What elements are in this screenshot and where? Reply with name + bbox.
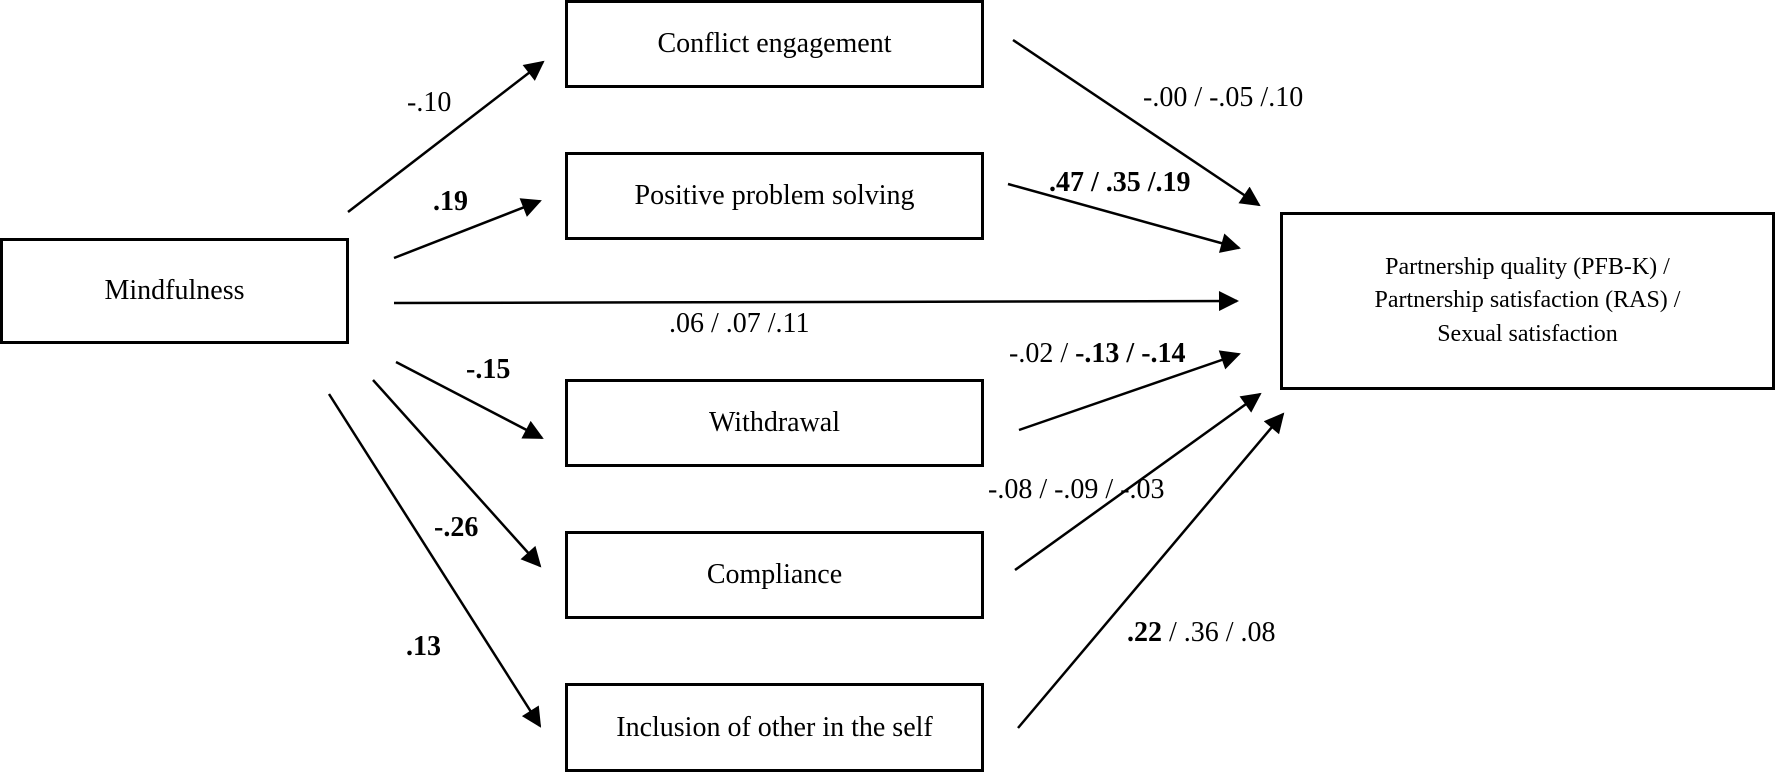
conflict-engagement-box: Conflict engagement [565,0,984,88]
coef-a-inclusion: .13 [406,631,441,662]
arrow-inclusion-to-outcome [1017,412,1285,729]
coef-b-problem: .47 / .35 /.19 [1049,167,1191,198]
coef-b-inclusion-bold: .22 [1127,617,1162,648]
coef-a-compliance: -.26 [434,512,479,543]
inclusion-label: Inclusion of other in the self [616,711,933,743]
positive-problem-solving-box: Positive problem solving [565,152,984,240]
arrow-mindfulness-to-problem [393,198,542,260]
arrow-mindfulness-to-withdrawal [395,360,544,440]
coef-b-withdrawal-plain: -.02 / [1009,338,1076,369]
arrow-mindfulness-direct [393,291,1239,312]
coef-a-problem: .19 [433,186,468,217]
coef-a-withdrawal: -.15 [466,354,511,385]
outcome-box: Partnership quality (PFB-K) / Partnershi… [1280,212,1775,390]
coef-b-withdrawal: -.02 / -.13 / -.14 [1009,338,1186,370]
inclusion-box: Inclusion of other in the self [565,683,984,772]
coef-a-conflict: -.10 [407,87,452,118]
positive-problem-solving-label: Positive problem solving [634,180,915,212]
compliance-box: Compliance [565,531,984,619]
coef-b-inclusion: .22 / .36 / .08 [1127,617,1276,649]
arrow-mindfulness-to-compliance [372,379,542,568]
arrow-conflict-to-outcome [1012,38,1261,207]
coef-b-conflict: -.00 / -.05 /.10 [1143,82,1304,113]
compliance-label: Compliance [706,559,843,591]
conflict-engagement-label: Conflict engagement [657,28,892,60]
mindfulness-label: Mindfulness [104,275,245,307]
outcome-line-3: Sexual satisfaction [1437,320,1618,347]
arrow-problem-to-outcome [1007,182,1241,253]
arrow-mindfulness-to-conflict [347,60,545,213]
arrow-withdrawal-to-outcome [1018,350,1241,432]
coef-b-withdrawal-bold: -.13 / -.14 [1075,338,1186,369]
coef-b-compliance: -.08 / -.09 / -.03 [988,474,1165,505]
outcome-line-2: Partnership satisfaction (RAS) / [1374,287,1681,314]
arrow-mindfulness-to-inclusion [327,393,542,728]
withdrawal-label: Withdrawal [708,407,841,439]
coef-b-inclusion-plain: / .36 / .08 [1162,617,1276,648]
outcome-line-1: Partnership quality (PFB-K) / [1385,253,1670,280]
arrow-compliance-to-outcome [1014,392,1262,572]
coef-direct: .06 / .07 /.11 [669,308,810,339]
withdrawal-box: Withdrawal [565,379,984,467]
mindfulness-box: Mindfulness [0,238,349,344]
